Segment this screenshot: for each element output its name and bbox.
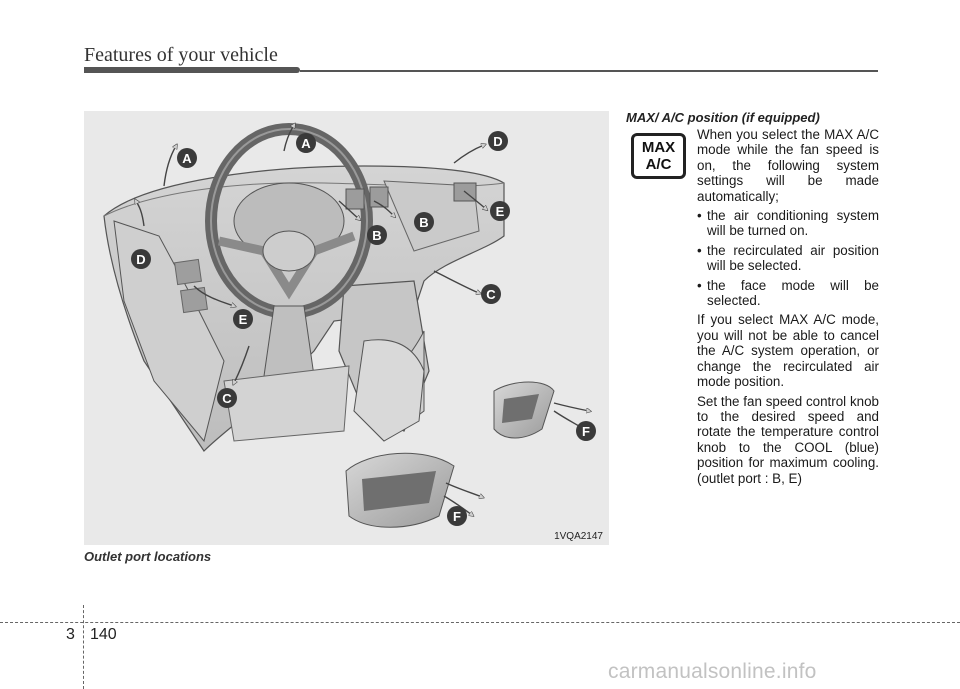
bullet-list: the air conditioning system will be turn… [697, 208, 879, 308]
label-e2-marker [233, 309, 253, 329]
label-b1: B [419, 215, 428, 230]
label-e1-marker [490, 201, 510, 221]
header-rule-thick [84, 67, 300, 73]
label-c2: C [222, 391, 232, 406]
paragraph-cooling: Set the fan speed control knob to the de… [697, 393, 879, 486]
paragraph-cancel: If you select MAX A/C mode, you will not… [697, 312, 879, 390]
label-a1: A [182, 151, 192, 166]
label-a1-marker [177, 148, 197, 168]
label-f2-marker [447, 506, 467, 526]
label-d1: D [493, 134, 502, 149]
section-heading: MAX/ A/C position (if equipped) [626, 110, 820, 125]
figure-caption: Outlet port locations [84, 549, 212, 564]
list-item: the air conditioning system will be turn… [697, 208, 879, 239]
label-b2-marker [367, 225, 387, 245]
floor-vent-right [493, 381, 555, 439]
list-item: the recirculated air position will be se… [697, 243, 879, 274]
label-d2-marker [131, 249, 151, 269]
header-rule-thin [300, 70, 878, 72]
label-f2: F [453, 509, 461, 524]
watermark: carmanualsonline.info [608, 660, 817, 683]
label-a2-marker [296, 133, 316, 153]
label-a2: A [301, 136, 311, 151]
label-e1: E [496, 204, 505, 219]
label-e2: E [239, 312, 248, 327]
footer-rule [0, 622, 960, 623]
floor-vent-left [345, 452, 455, 528]
outlet-port-figure: A A D B B E D C E C F F 1VQA2147 [84, 111, 609, 545]
max-ac-line2: A/C [645, 156, 672, 173]
intro-paragraph: When you select the MAX A/C mode while t… [697, 127, 879, 204]
label-f1: F [582, 424, 590, 439]
label-b2: B [372, 228, 381, 243]
list-item: the face mode will be selected. [697, 278, 879, 309]
label-f1-marker [576, 421, 596, 441]
label-d1-marker [488, 131, 508, 151]
label-b1-marker [414, 212, 434, 232]
airflow-arrows [136, 125, 589, 515]
outlet-labels: A A D B B E D C E C F F [131, 131, 596, 526]
section-body: When you select the MAX A/C mode while t… [697, 127, 879, 490]
max-ac-line1: MAX [641, 139, 676, 156]
label-c1-marker [481, 284, 501, 304]
label-c1: C [486, 287, 496, 302]
footer-divider [83, 605, 84, 689]
figure-code: 1VQA2147 [554, 531, 603, 542]
chapter-number: 3 [66, 626, 75, 643]
header-title: Features of your vehicle [84, 44, 278, 66]
label-d2: D [136, 252, 145, 267]
dashboard-illustration: A A D B B E D C E C F F [103, 111, 596, 528]
max-ac-button-icon: MAX A/C [631, 133, 686, 179]
label-c2-marker [217, 388, 237, 408]
page-number: 140 [90, 626, 117, 643]
